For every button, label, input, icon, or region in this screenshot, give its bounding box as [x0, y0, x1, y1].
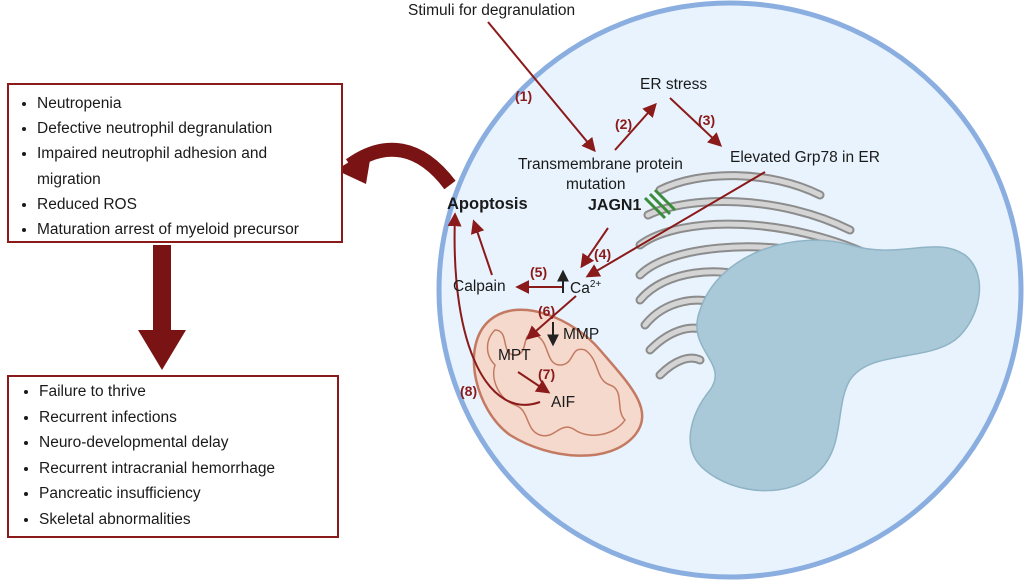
down-arrow-head [138, 330, 186, 370]
aif-label: AIF [551, 394, 576, 411]
step-8-label: (8) [460, 383, 478, 399]
list-item: Maturation arrest of myeloid precursor [37, 217, 341, 242]
step-7-label: (7) [538, 366, 556, 382]
list-item: Impaired neutrophil adhesion and migrati… [37, 141, 307, 191]
arrow-3 [669, 97, 723, 147]
arrow-8 [447, 212, 541, 406]
list-item: Skeletal abnormalities [39, 507, 337, 533]
step-5-label: (5) [530, 264, 548, 280]
down-arrow-shaft [153, 245, 171, 335]
er-stress-label: ER stress [640, 76, 708, 93]
receptor-icon [643, 188, 677, 220]
phenotype-box-clinical: Failure to thrive Recurrent infections N… [7, 375, 339, 538]
step-2-label: (2) [615, 116, 633, 132]
calpain-label: Calpain [453, 278, 506, 295]
arrow-calpain-apoptosis [470, 219, 493, 276]
calcium-label: Ca2+ [570, 279, 602, 298]
list-item: Failure to thrive [39, 379, 337, 405]
arrow-4a [580, 227, 609, 269]
list-item: Neuro-developmental delay [39, 430, 337, 456]
step-4-label: (4) [594, 246, 612, 262]
list-item: Reduced ROS [37, 192, 341, 217]
list-item: Neutropenia [37, 91, 341, 116]
transmembrane-label: Transmembrane protein [518, 156, 683, 173]
curved-arrow-head [336, 148, 372, 184]
step-1-label: (1) [515, 88, 533, 104]
mitochondrion [472, 308, 644, 457]
mmp-label: MMP [563, 326, 600, 343]
arrow-6 [525, 295, 577, 340]
step-6-label: (6) [538, 303, 556, 319]
step-3-label: (3) [698, 112, 716, 128]
list-item: Recurrent intracranial hemorrhage [39, 456, 337, 482]
list-item: Pancreatic insufficiency [39, 481, 337, 507]
mpt-label: MPT [498, 347, 531, 364]
nucleus [689, 239, 981, 492]
stimuli-label: Stimuli for degranulation [408, 2, 576, 19]
list-item: Defective neutrophil degranulation [37, 116, 341, 141]
arrow-7 [517, 371, 551, 394]
arrow-2 [614, 102, 657, 151]
jagn1-label: JAGN1 [588, 197, 642, 214]
grp78-label: Elevated Grp78 in ER [730, 149, 880, 166]
list-item: Recurrent infections [39, 405, 337, 431]
arrow-4b [585, 171, 766, 278]
apoptosis-label: Apoptosis [447, 195, 528, 213]
phenotype-box-cellular: Neutropenia Defective neutrophil degranu… [7, 83, 343, 243]
arrow-1 [487, 21, 596, 153]
mutation-label: mutation [566, 176, 626, 193]
